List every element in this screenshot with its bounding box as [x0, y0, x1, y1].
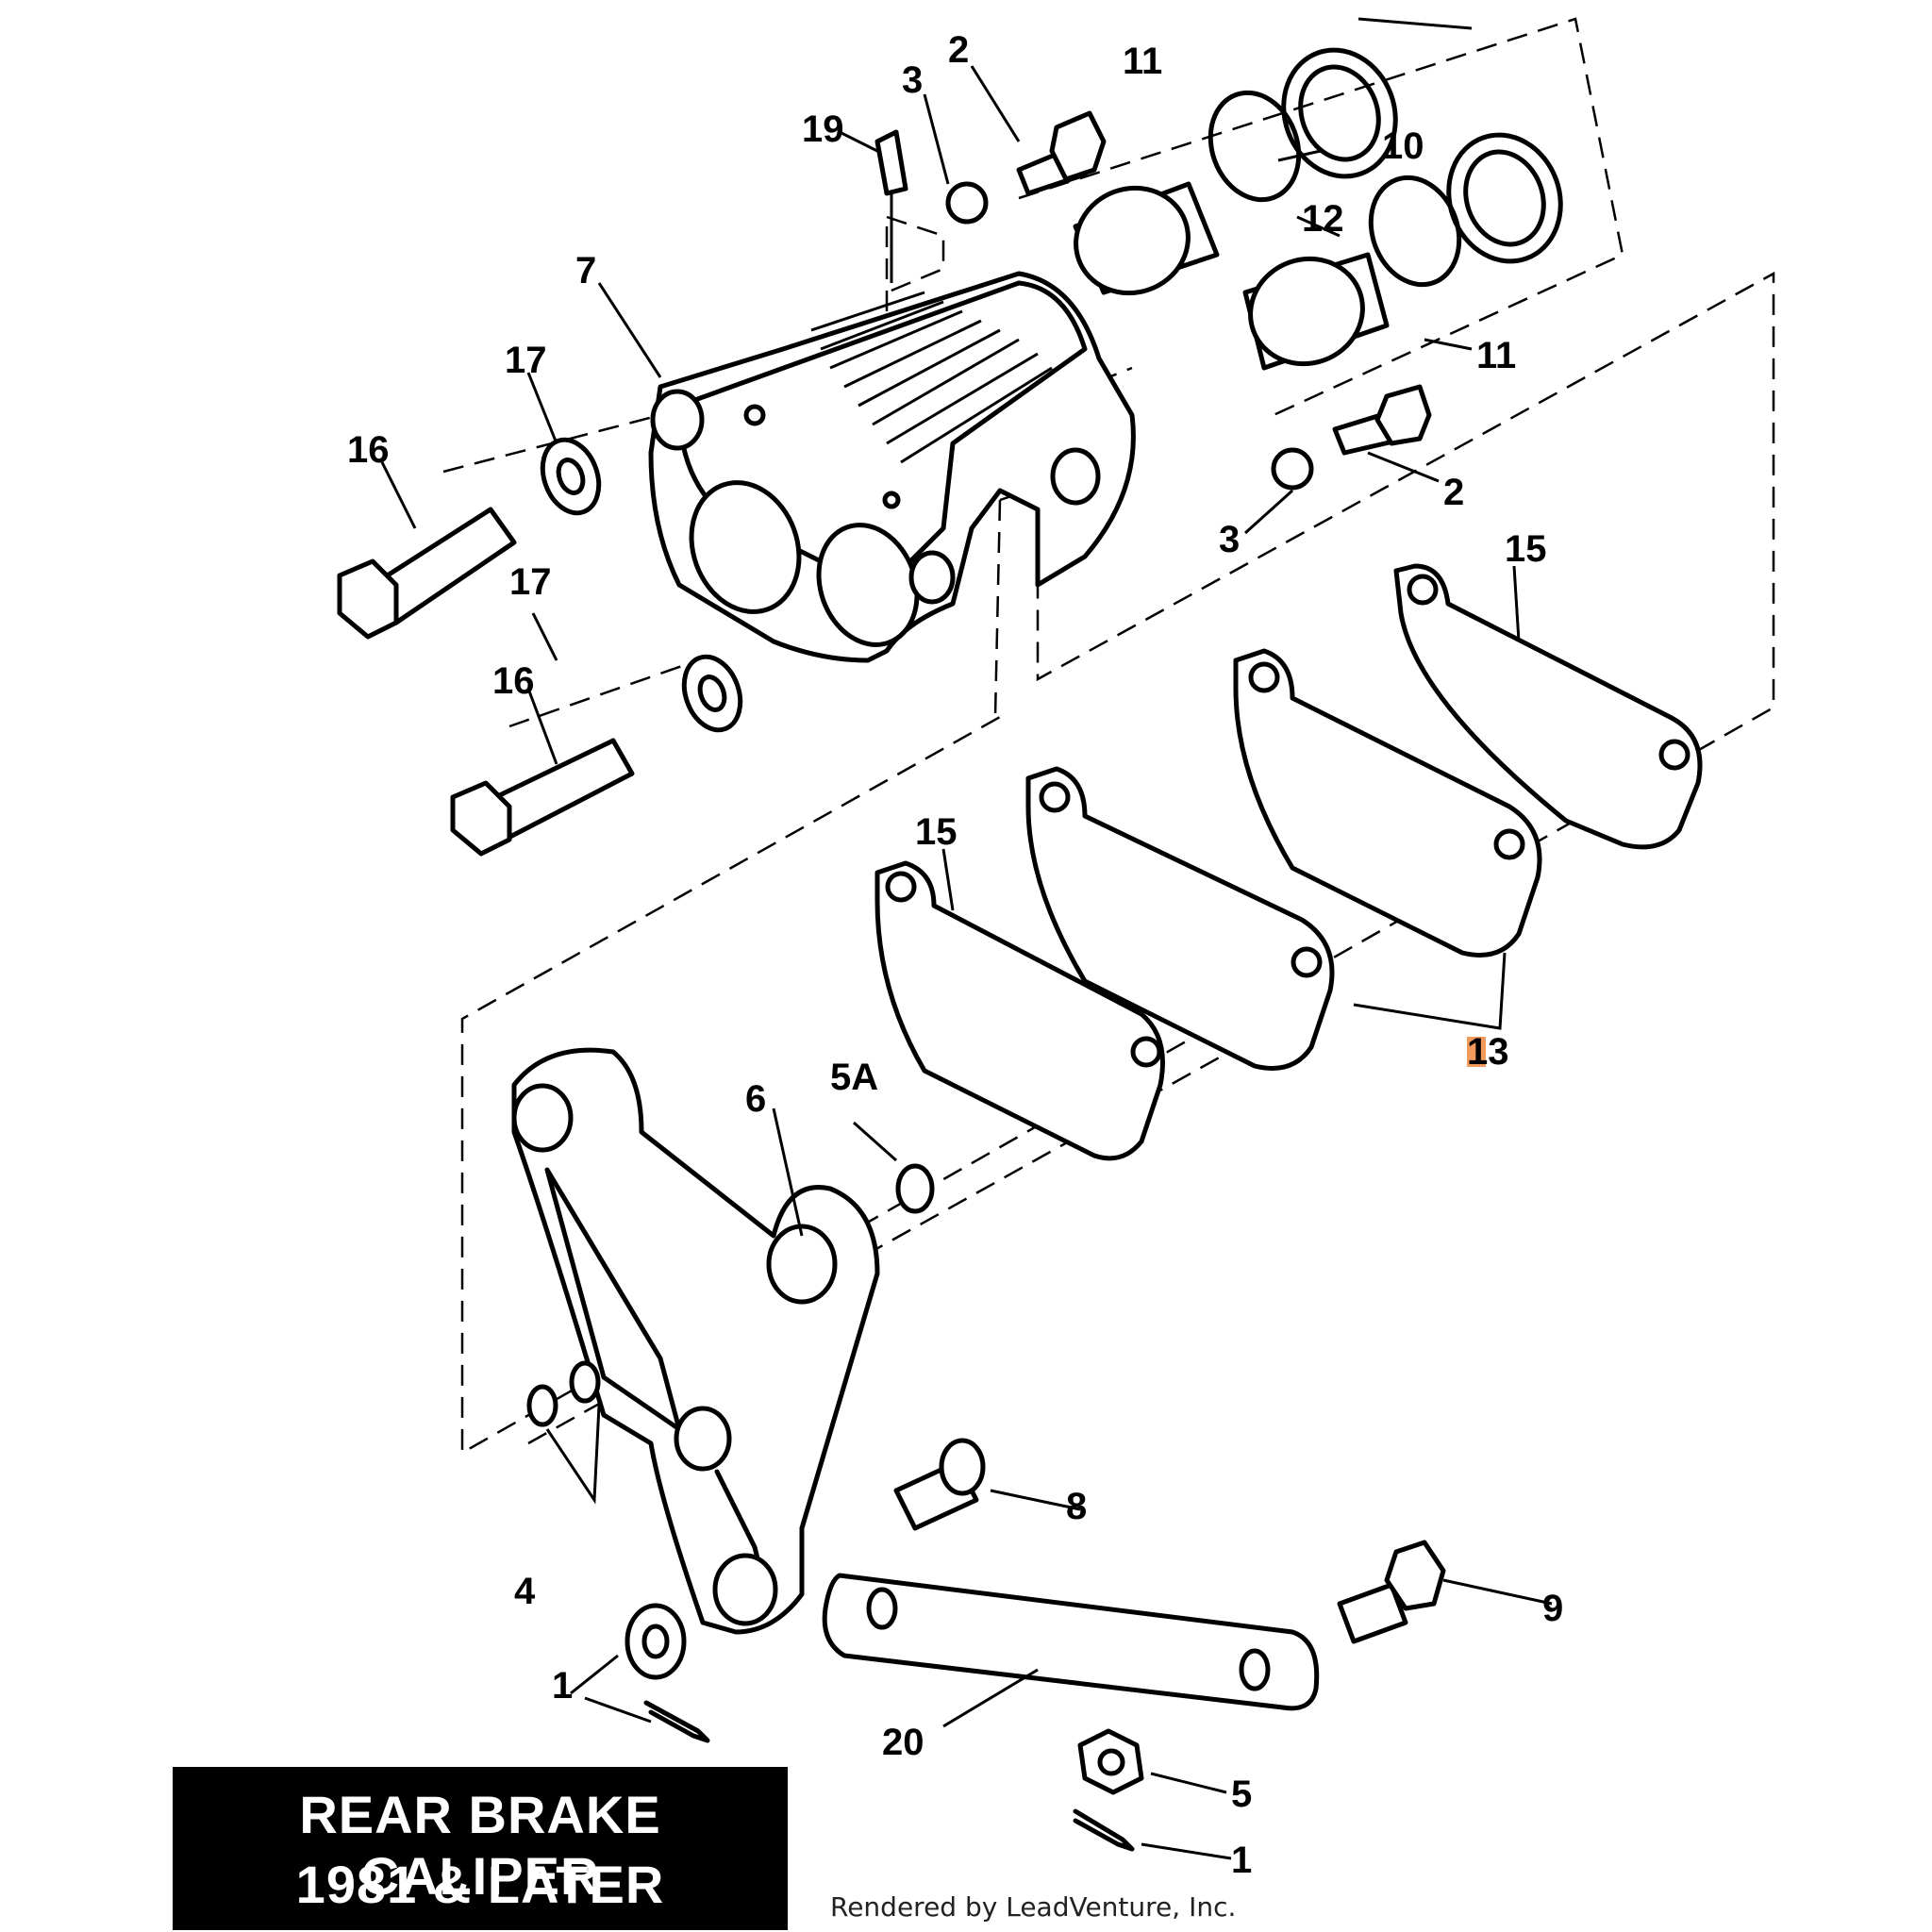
callout-9: 9: [1542, 1588, 1563, 1629]
callout-labels: 2 3 19 11 10 12 11 7 17 16 17 16 2 3 15 …: [347, 29, 1563, 1881]
callout-11: 11: [1123, 41, 1162, 82]
title-line-2: 1981 & LATER: [295, 1855, 665, 1914]
leader-lines: [380, 65, 1553, 1860]
render-credit: Rendered by LeadVenture, Inc.: [830, 1891, 1237, 1923]
mount-bolt-lower: [1332, 384, 1432, 456]
washer-lower: [1271, 447, 1314, 491]
callout-13: 13: [1467, 1031, 1509, 1073]
callout-1: 1: [1231, 1840, 1252, 1881]
callout-20: 20: [882, 1722, 924, 1763]
pin-washer-lower: [681, 654, 743, 733]
mounting-pin-upper: [337, 507, 517, 640]
piston-kit: [1018, 17, 1624, 417]
pin-washer-upper: [540, 437, 602, 516]
mounting-pin-lower: [450, 738, 635, 857]
diagram-title-box: REAR BRAKE CALIPER 1981 & LATER: [173, 1767, 788, 1930]
cotter-pin-left: [643, 1700, 710, 1743]
bleeder-valve: [874, 129, 908, 283]
callout-5A: 5A: [830, 1057, 878, 1098]
bracket-washers: [526, 1360, 601, 1505]
callout-3: 3: [1219, 519, 1240, 560]
callout-19: 19: [802, 108, 844, 150]
caliper-bracket: [511, 1047, 880, 1635]
callout-1: 1: [552, 1665, 573, 1707]
callout-11: 11: [1476, 335, 1516, 376]
torque-link: [822, 1573, 1320, 1711]
caliper-body: [648, 271, 1136, 663]
callout-15: 15: [1505, 528, 1547, 570]
callout-3: 3: [902, 59, 923, 101]
title-line-1: REAR BRAKE CALIPER: [299, 1785, 661, 1906]
callout-17: 17: [509, 561, 552, 603]
callout-7: 7: [575, 250, 596, 291]
callout-16: 16: [492, 660, 535, 702]
brake-pads-and-shims: [874, 563, 1703, 1161]
callout-5: 5: [1231, 1774, 1252, 1815]
callout-6: 6: [745, 1078, 766, 1120]
callout-4: 4: [514, 1571, 536, 1612]
callout-17: 17: [505, 340, 547, 381]
bracket-pin: [893, 1438, 986, 1531]
callout-8: 8: [1066, 1486, 1087, 1527]
callout-13-highlight: [1467, 1037, 1486, 1067]
callout-10: 10: [1382, 125, 1424, 167]
mount-bolt-upper: [1016, 110, 1107, 196]
callout-15: 15: [915, 811, 958, 853]
torque-link-bolt: [1337, 1540, 1446, 1644]
callout-12: 12: [1302, 198, 1344, 240]
piston-lower: [1242, 252, 1390, 371]
callout-2: 2: [1443, 472, 1464, 513]
flat-washer: [625, 1603, 687, 1680]
washer-5a: [895, 1163, 935, 1214]
callout-2: 2: [948, 29, 969, 71]
cotter-pin-right: [1073, 1808, 1135, 1852]
piston-upper: [1073, 181, 1220, 296]
castle-nut: [1077, 1728, 1144, 1795]
callout-16: 16: [347, 429, 390, 471]
washer-upper: [945, 181, 989, 225]
